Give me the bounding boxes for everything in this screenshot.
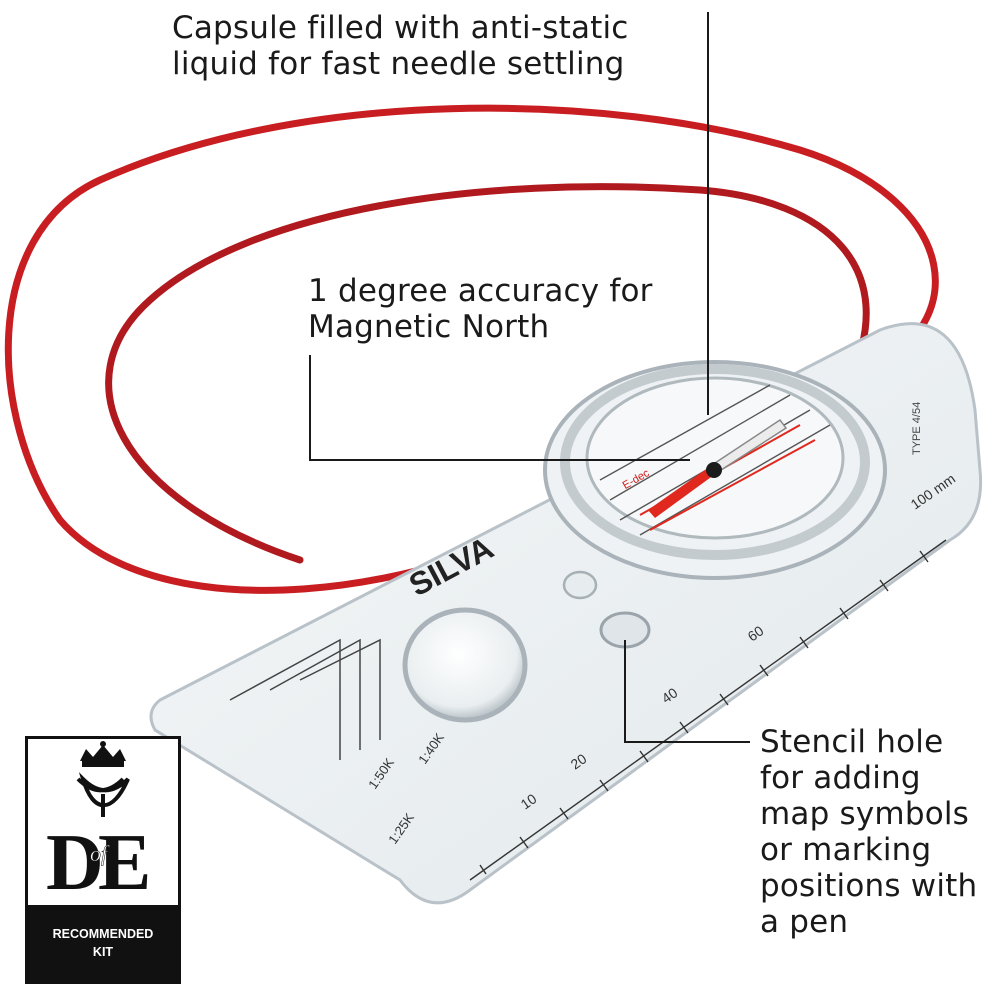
- needle-pivot: [706, 462, 722, 478]
- svg-text:D: D: [46, 819, 104, 905]
- callout-line: 1 degree accuracy for: [308, 273, 653, 309]
- callout-line: or marking: [760, 832, 932, 868]
- compass-needle-north: [648, 465, 718, 518]
- callout-line: for adding: [760, 760, 921, 796]
- callout-capsule: Capsule filled with anti-static liquid f…: [172, 10, 629, 82]
- callout-accuracy: 1 degree accuracy for Magnetic North: [308, 273, 653, 345]
- callout-line: a pen: [760, 904, 849, 940]
- model-label: TYPE 4/54: [911, 402, 923, 455]
- svg-text:E: E: [98, 819, 151, 905]
- lanyard-cord: [4, 104, 939, 594]
- dofe-logo: D E of: [46, 741, 151, 905]
- magnifying-lens: [402, 607, 528, 723]
- svg-text:of: of: [90, 841, 110, 866]
- leader-line-accuracy: [309, 355, 690, 461]
- callout-line: positions with: [760, 868, 978, 904]
- callout-line: Capsule filled with anti-static: [172, 10, 629, 46]
- callout-line: map symbols: [760, 796, 970, 832]
- callout-line: Magnetic North: [308, 309, 550, 345]
- lanyard-cord-second-strand: [105, 183, 870, 564]
- badge-line: KIT: [92, 945, 114, 959]
- callout-line: Stencil hole: [760, 724, 944, 760]
- badge-line: RECOMMENDED: [52, 927, 154, 941]
- knot-icon: [76, 772, 130, 817]
- badge-caption: RECOMMENDED KIT: [28, 905, 178, 981]
- callout-stencil: Stencil hole for adding map symbols or m…: [760, 724, 977, 940]
- compass-housing: [543, 360, 887, 580]
- stencil-hole-small: [562, 570, 598, 600]
- crown-icon: [80, 741, 126, 767]
- dofe-recommended-badge: D E of RECOMMENDED KIT: [25, 736, 181, 984]
- callout-line: liquid for fast needle settling: [172, 46, 625, 82]
- leader-line-stencil: [624, 640, 750, 743]
